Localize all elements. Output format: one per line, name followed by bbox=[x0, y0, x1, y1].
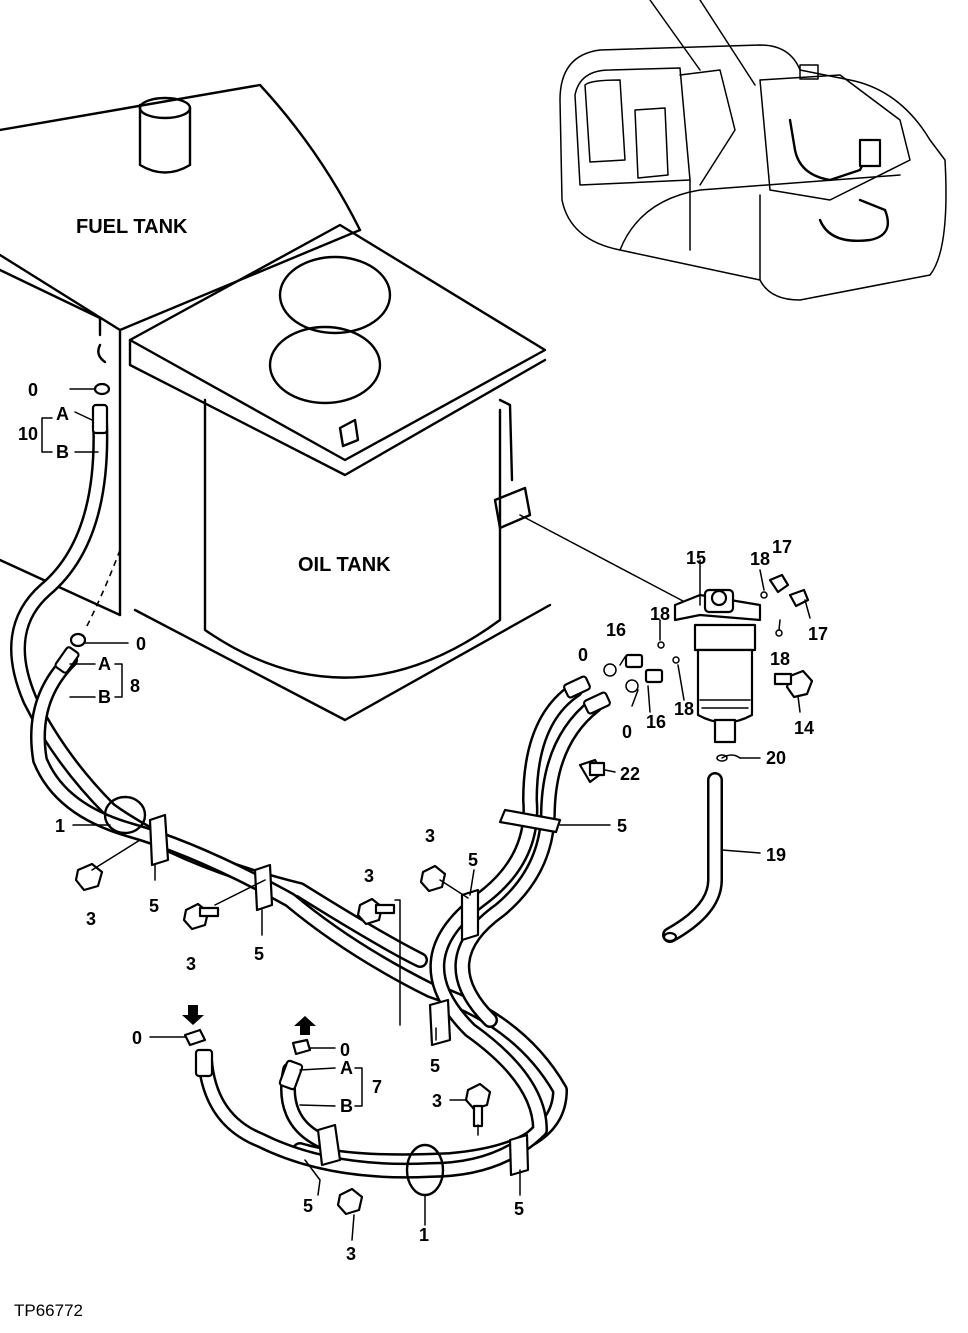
machine-inset-illustration bbox=[559, 0, 947, 301]
callout-10: 10 bbox=[18, 424, 38, 444]
callout-18: 18 bbox=[750, 549, 770, 569]
callout-3: 3 bbox=[186, 954, 196, 974]
callout-b: B bbox=[56, 442, 69, 462]
hose-fittings bbox=[54, 403, 678, 1091]
callout-20: 20 bbox=[766, 748, 786, 768]
callout-0: 0 bbox=[340, 1040, 350, 1060]
leader-lines bbox=[41, 388, 811, 1241]
callout-3: 3 bbox=[86, 909, 96, 929]
tank-labels: FUEL TANK OIL TANK bbox=[76, 216, 391, 576]
clip-parts bbox=[69, 382, 316, 1056]
fuel-hose-bundle bbox=[10, 412, 723, 1179]
fuel-tank-illustration bbox=[0, 83, 362, 631]
callout-15: 15 bbox=[686, 548, 706, 568]
callout-5: 5 bbox=[430, 1056, 440, 1076]
callout-b: B bbox=[340, 1096, 353, 1116]
bolts bbox=[74, 669, 814, 1216]
callout-8: 8 bbox=[130, 676, 140, 696]
callout-7: 7 bbox=[372, 1077, 382, 1097]
callout-5: 5 bbox=[254, 944, 264, 964]
callout-0: 0 bbox=[132, 1028, 142, 1048]
callout-3: 3 bbox=[364, 866, 374, 886]
callout-0: 0 bbox=[28, 380, 38, 400]
callout-14: 14 bbox=[794, 718, 814, 738]
callout-3: 3 bbox=[425, 826, 435, 846]
callout-5: 5 bbox=[514, 1199, 524, 1219]
callout-19: 19 bbox=[766, 845, 786, 865]
oil-tank-illustration bbox=[128, 223, 701, 722]
callout-17: 17 bbox=[808, 624, 828, 644]
callout-3: 3 bbox=[432, 1091, 442, 1111]
callout-0: 0 bbox=[136, 634, 146, 654]
callout-0: 0 bbox=[578, 645, 588, 665]
callout-a: A bbox=[98, 654, 111, 674]
callout-22: 22 bbox=[620, 764, 640, 784]
part-callouts: 0 10 A B 0 A B 8 1 3 5 3 5 3 3 5 15 18 1… bbox=[18, 380, 828, 1264]
callout-18: 18 bbox=[674, 699, 694, 719]
callout-18: 18 bbox=[770, 649, 790, 669]
callout-5: 5 bbox=[617, 816, 627, 836]
callout-17: 17 bbox=[772, 537, 792, 557]
callout-5: 5 bbox=[303, 1196, 313, 1216]
oil-tank-label: OIL TANK bbox=[298, 554, 391, 576]
callout-1: 1 bbox=[55, 816, 65, 836]
figure-reference-code: TP66772 bbox=[14, 1301, 83, 1320]
callout-a: A bbox=[340, 1058, 353, 1078]
callout-0: 0 bbox=[622, 722, 632, 742]
hose-clamps bbox=[103, 795, 562, 1197]
callout-a: A bbox=[56, 404, 69, 424]
fuel-filter-assembly bbox=[603, 573, 810, 762]
callout-1: 1 bbox=[419, 1225, 429, 1245]
callout-3: 3 bbox=[346, 1244, 356, 1264]
callout-5: 5 bbox=[468, 850, 478, 870]
callout-b: B bbox=[98, 687, 111, 707]
callout-16: 16 bbox=[606, 620, 626, 640]
fuel-tank-label: FUEL TANK bbox=[76, 216, 188, 238]
callout-18: 18 bbox=[650, 604, 670, 624]
callout-16: 16 bbox=[646, 712, 666, 732]
callout-5: 5 bbox=[149, 896, 159, 916]
